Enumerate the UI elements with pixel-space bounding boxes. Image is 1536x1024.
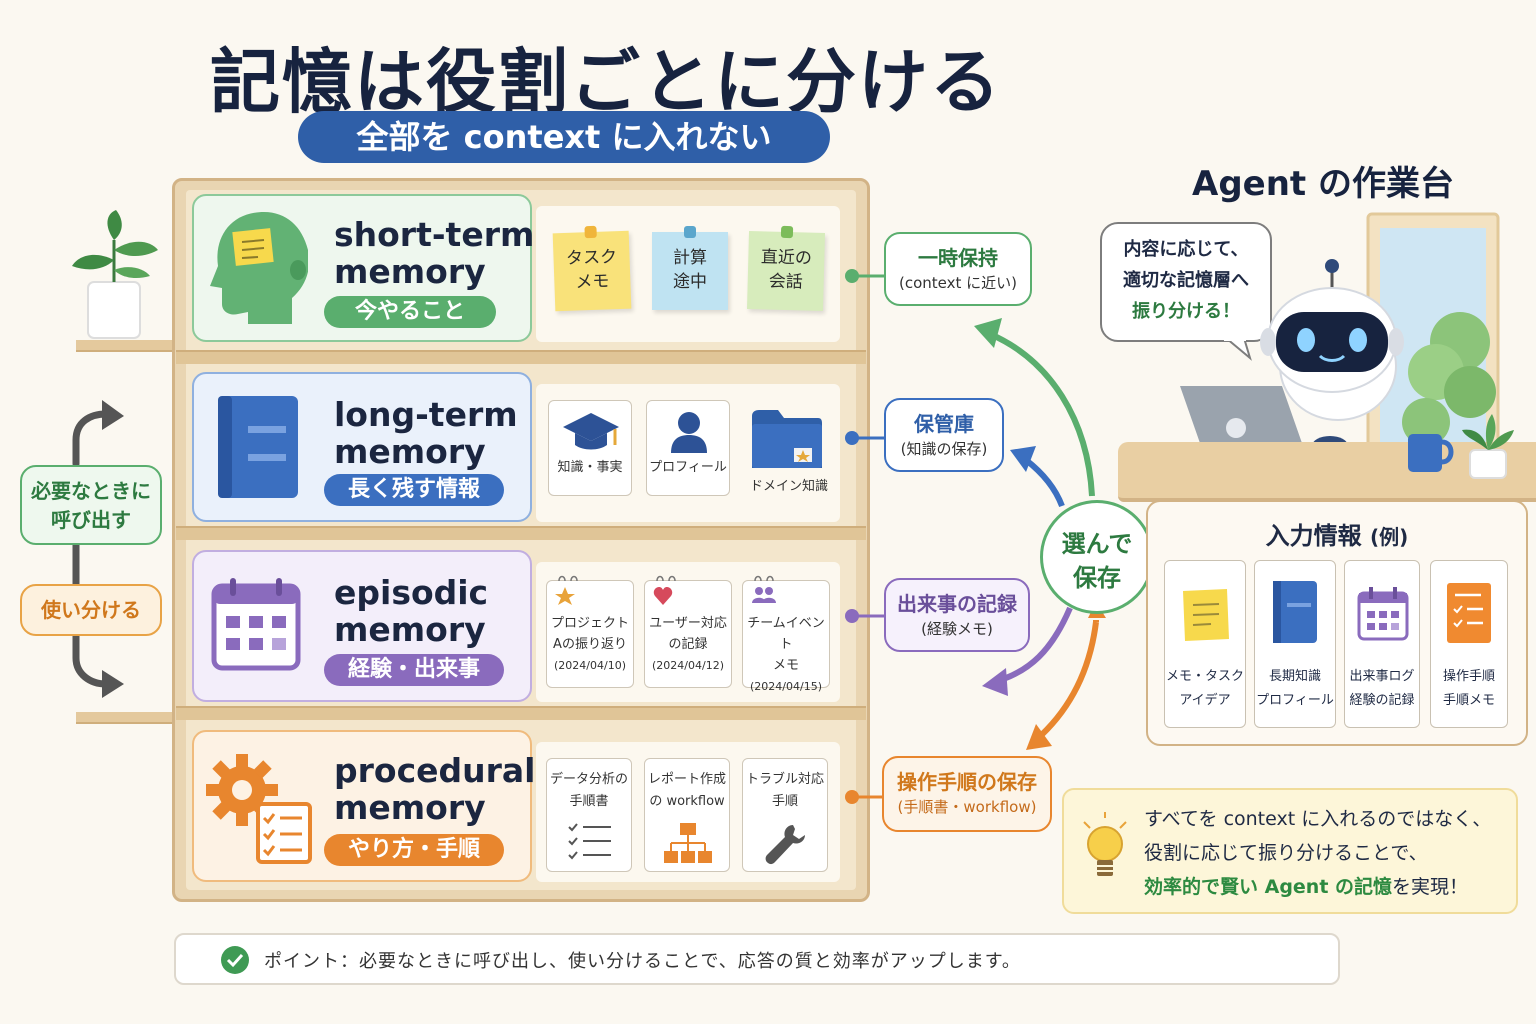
card-team-event: チームイベント メモ (2024/04/15)	[742, 575, 830, 693]
wrench-icon	[765, 825, 805, 865]
sticky-task-memo: タスクメモ	[552, 225, 632, 312]
card-trouble-response: トラブル対応手順	[742, 758, 828, 872]
small-plant-icon	[1462, 414, 1514, 479]
checklist-icon	[568, 823, 611, 860]
gear-checklist-icon	[206, 754, 312, 864]
check-circle-icon	[221, 946, 249, 974]
sticky-recent-conversation: 直近の会話	[746, 225, 826, 311]
input-card-events: 出来事ログ経験の記録	[1344, 560, 1420, 728]
recall-label: 必要なときに呼び出す	[20, 465, 162, 545]
book-icon	[218, 396, 298, 498]
procedure-doc-icon	[1447, 583, 1491, 643]
input-info-panel: 入力情報 (例) メモ・タスクアイデア 長期知識プロフィール 出来事ログ経験の記…	[1146, 500, 1528, 746]
connector-lines	[845, 269, 886, 804]
input-card-procedures: 操作手順手順メモ	[1430, 560, 1508, 728]
head-icon	[210, 212, 308, 324]
plant-icon	[72, 210, 158, 339]
page-title: 記憶は役割ごとに分ける	[210, 41, 1002, 123]
lightbulb-icon	[1083, 812, 1127, 876]
card-data-analysis: データ分析の手順書	[546, 758, 632, 872]
input-info-title: 入力情報 (例)	[1265, 522, 1409, 550]
label-procedures: 操作手順の保存 (手順書・workflow)	[882, 756, 1052, 832]
wall-shelf-bottom	[76, 712, 176, 724]
star-icon	[555, 575, 578, 605]
point-box: ポイント：必要なときに呼び出し、使い分けることで、応答の質と効率がアップします。	[174, 933, 1340, 985]
label-events: 出来事の記録 (経験メモ)	[884, 578, 1030, 652]
flowchart-icon	[664, 823, 712, 863]
graduation-cap-icon	[563, 413, 619, 450]
sticky-calculation: 計算途中	[652, 226, 728, 310]
mug-icon	[1408, 434, 1454, 472]
select-and-save-circle: 選んで保存	[1040, 500, 1154, 614]
agent-title: Agent の作業台	[1192, 164, 1455, 204]
input-card-long-term: 長期知識プロフィール	[1254, 560, 1336, 728]
episodic-tag: 経験・出来事	[324, 654, 504, 686]
procedural-tag: やり方・手順	[324, 834, 504, 866]
window-icon	[1366, 212, 1500, 452]
card-domain-knowledge: ドメイン知識	[744, 400, 834, 500]
person-icon	[671, 412, 707, 453]
label-temporary: 一時保持 (context に近い)	[884, 232, 1032, 306]
calendar-small-icon	[1357, 587, 1409, 641]
sticky-note-icon	[1183, 589, 1229, 641]
team-icon	[752, 575, 776, 603]
card-project-review: プロジェクト Aの振り返り (2024/04/10)	[546, 575, 634, 688]
short-term-tag: 今やること	[324, 296, 496, 328]
book-small-icon	[1273, 581, 1317, 643]
subtitle-banner: 全部を context に入れない	[298, 111, 830, 163]
side-arrow	[72, 400, 124, 698]
use-label: 使い分ける	[20, 584, 162, 636]
folder-icon	[752, 410, 822, 468]
card-report-workflow: レポート作成の workflow	[644, 758, 730, 872]
wall-shelf-top	[76, 340, 176, 352]
long-term-tag: 長く残す情報	[324, 474, 504, 506]
card-user-support: ユーザー対応 の記録 (2024/04/12)	[644, 575, 732, 688]
card-knowledge-facts: 知識・事実	[548, 400, 632, 496]
calendar-icon	[211, 578, 301, 671]
label-storage: 保管庫 (知識の保存)	[884, 398, 1004, 472]
tip-box: すべてを context に入れるのではなく、 役割に応じて振り分けることで、 …	[1062, 788, 1518, 914]
speech-bubble: 内容に応じて、 適切な記憶層へ 振り分ける！	[1100, 222, 1272, 342]
card-profile: プロフィール	[646, 400, 730, 496]
heart-icon	[653, 575, 676, 605]
input-card-memo: メモ・タスクアイデア	[1164, 560, 1246, 728]
distribution-arrows	[974, 318, 1106, 750]
